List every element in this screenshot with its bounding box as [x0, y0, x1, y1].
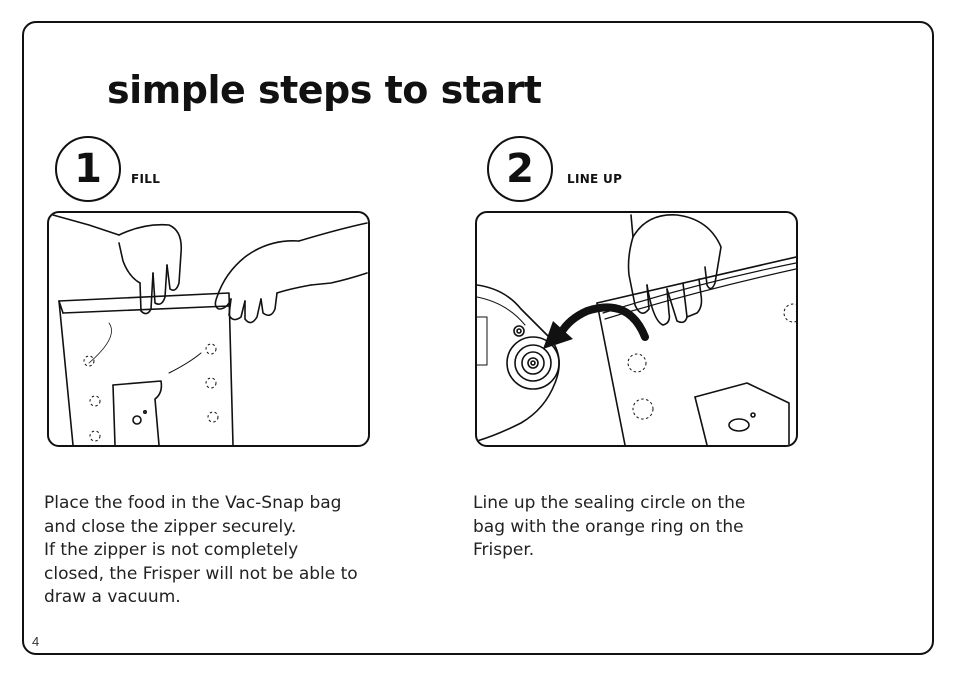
bag-zipper-line — [62, 305, 230, 314]
orange-ring — [506, 336, 560, 390]
step-1-description: Place the food in the Vac-Snap bag and c… — [44, 492, 358, 610]
step-1-number-badge: 1 — [55, 136, 121, 202]
frisper-device-outline — [477, 284, 560, 442]
bag-outline — [58, 292, 234, 445]
page-number: 4 — [32, 634, 40, 649]
step-2-line-1: Line up the sealing circle on the — [473, 493, 746, 513]
fill-bag-illustration — [52, 214, 368, 445]
bag-top-edge — [596, 256, 796, 304]
arrow-icon — [557, 303, 649, 341]
step-1-line-3: If the zipper is not completely — [44, 540, 299, 560]
step-1-line-2: and close the zipper securely. — [44, 516, 297, 537]
page-title: simple steps to start — [107, 68, 542, 112]
step-1-label: FILL — [131, 172, 161, 186]
step-2-line-3: Frisper. — [473, 540, 535, 560]
step-1-line-4: closed, the Frisper will not be able to — [44, 563, 358, 584]
page-frame — [22, 21, 934, 655]
step-1-illustration — [47, 211, 370, 447]
step-2-illustration — [475, 211, 798, 447]
step-2-line-2: bag with the orange ring on the — [473, 516, 744, 537]
step-2-number-badge: 2 — [487, 136, 553, 202]
arrow-head-icon — [543, 321, 573, 349]
step-2-label: LINE UP — [567, 172, 623, 186]
step-2-number: 2 — [506, 146, 534, 192]
step-1-line-5: draw a vacuum. — [44, 587, 181, 607]
line-up-illustration — [477, 214, 796, 445]
step-1-number: 1 — [74, 146, 102, 192]
step-2-description: Line up the sealing circle on the bag wi… — [473, 492, 745, 563]
step-1-line-1: Place the food in the Vac-Snap bag — [44, 493, 342, 513]
